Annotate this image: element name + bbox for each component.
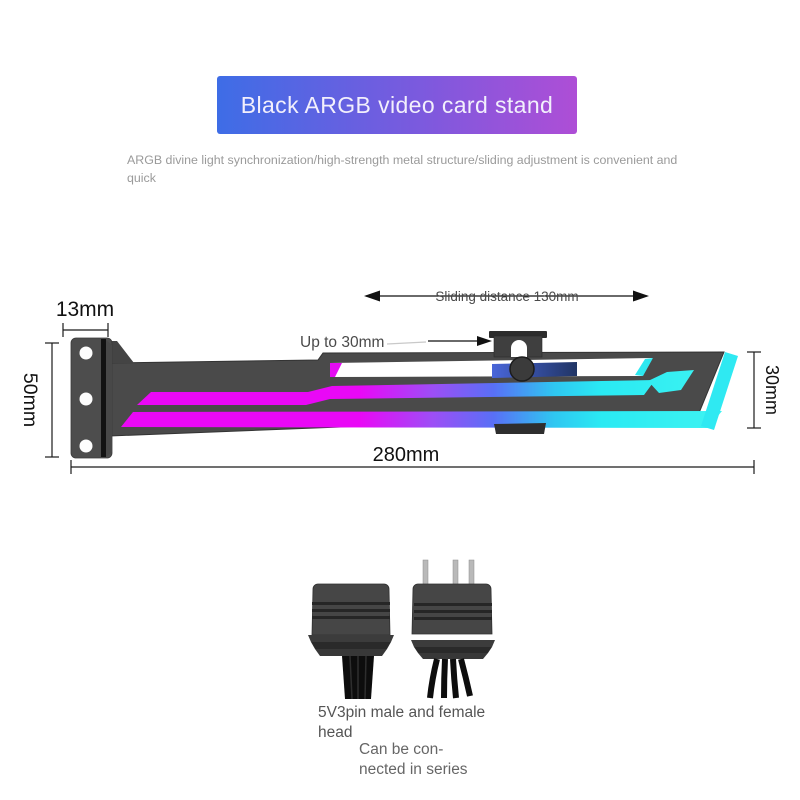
bottom-tab — [494, 423, 546, 434]
subtitle-line-2: quick — [127, 170, 156, 185]
pin-2 — [452, 559, 459, 586]
clamp-travel-label: Up to 30mm — [300, 334, 384, 351]
anno-sliding-distance: Sliding distance 130mm — [364, 289, 649, 304]
screw-hole-middle — [79, 392, 93, 406]
anno-clamp-travel: Up to 30mm — [300, 334, 492, 351]
mount-bracket — [70, 337, 113, 459]
series-note: Can be con- nected in series — [359, 740, 468, 780]
bracket-edge — [101, 339, 106, 457]
screw-hole-top — [79, 346, 93, 360]
arrow-right-icon — [633, 290, 649, 302]
dim-50mm-label: 50mm — [19, 373, 41, 427]
male-cable — [427, 658, 473, 699]
dim-30mm: 30mm — [747, 351, 782, 429]
led-strip-hook — [648, 370, 694, 393]
dim-280mm: 280mm — [70, 444, 755, 474]
gpu-stand-diagram: 13mm 50mm 30mm 280mm Sliding — [19, 289, 782, 474]
led-strip-bottom — [121, 411, 722, 428]
bracket-chamfer — [106, 340, 112, 457]
argb-led-strips — [121, 352, 738, 430]
dim-30mm-label: 30mm — [762, 365, 782, 415]
pin-1 — [422, 559, 429, 586]
series-note-line-2: nected in series — [359, 761, 468, 779]
title-banner: Black ARGB video card stand — [217, 76, 577, 134]
page-title: Black ARGB video card stand — [240, 91, 554, 118]
dim-13mm-label: 13mm — [56, 298, 114, 321]
arrow-right-icon — [477, 336, 492, 346]
argb-connectors — [308, 559, 495, 700]
led-strip-right-edge — [701, 352, 738, 430]
slot-magenta-tip — [330, 363, 342, 377]
dim-50mm: 50mm — [19, 342, 59, 458]
male-body — [411, 583, 493, 635]
slot-cyan-tip — [635, 358, 653, 376]
thumbscrew-knob — [509, 356, 535, 382]
male-connector — [411, 559, 495, 699]
subtitle: ARGB divine light synchronization/high-s… — [127, 152, 687, 188]
series-note-line-1: Can be con- — [359, 741, 444, 758]
dim-13mm: 13mm — [56, 298, 114, 337]
pin-3 — [468, 559, 475, 586]
connector-caption: 5V3pin male and female head — [318, 703, 485, 743]
clamp-arch-hole — [511, 340, 527, 357]
screw-hole-bottom — [79, 439, 93, 453]
dim-280mm-label: 280mm — [373, 444, 440, 466]
gpu-clamp — [489, 331, 547, 358]
arrow-left-icon — [364, 290, 380, 302]
connector-caption-line-1: 5V3pin male and female — [318, 704, 486, 721]
sliding-distance-label: Sliding distance 130mm — [435, 289, 578, 304]
connector-caption-line-2: head — [318, 724, 353, 742]
female-connector — [308, 583, 394, 700]
led-strip-middle — [137, 380, 655, 405]
subtitle-line-1: ARGB divine light synchronization/high-s… — [127, 153, 678, 167]
